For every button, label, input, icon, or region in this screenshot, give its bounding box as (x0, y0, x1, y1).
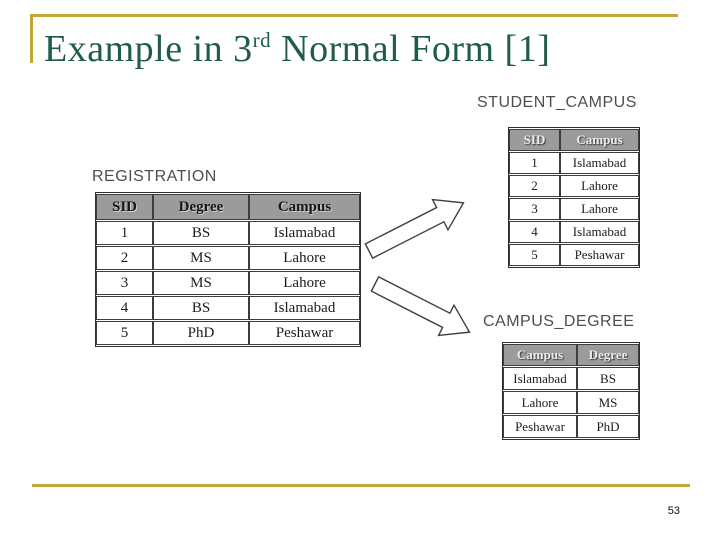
table-row: 1 Islamabad (509, 152, 639, 174)
table-cell: BS (577, 367, 639, 390)
table-cell: Islamabad (249, 296, 360, 320)
table-header-row: Campus Degree (503, 344, 639, 366)
table-row: Lahore MS (503, 391, 639, 414)
table-cell: 2 (96, 246, 153, 270)
left-border-line (30, 14, 33, 63)
campus-degree-table: Campus Degree Islamabad BS Lahore MS Pes… (502, 342, 640, 440)
table-cell: MS (577, 391, 639, 414)
column-header-campus: Campus (503, 344, 577, 366)
campus-degree-table-label: CAMPUS_DEGREE (483, 313, 635, 330)
table-cell: Peshawar (249, 321, 360, 345)
title-text-suffix: Normal Form [1] (271, 28, 551, 70)
column-header-degree: Degree (153, 194, 249, 220)
table-row: 3 MS Lahore (96, 271, 360, 295)
table-cell: 3 (509, 198, 560, 220)
table-row: 4 Islamabad (509, 221, 639, 243)
table-cell: Lahore (249, 246, 360, 270)
table-cell: Peshawar (503, 415, 577, 438)
page-number: 53 (667, 505, 680, 517)
table-row: 5 Peshawar (509, 244, 639, 266)
table-cell: Islamabad (560, 221, 639, 243)
student-campus-table: SID Campus 1 Islamabad 2 Lahore 3 Lahore… (508, 127, 640, 268)
column-header-sid: SID (96, 194, 153, 220)
registration-table: SID Degree Campus 1 BS Islamabad 2 MS La… (95, 192, 361, 347)
table-cell: PhD (577, 415, 639, 438)
table-row: 5 PhD Peshawar (96, 321, 360, 345)
top-border-line (30, 14, 678, 17)
table-cell: BS (153, 296, 249, 320)
table-cell: Lahore (560, 198, 639, 220)
table-cell: Lahore (249, 271, 360, 295)
bottom-border-line (32, 484, 690, 487)
arrow-down-right-icon (370, 275, 471, 337)
table-cell: 1 (509, 152, 560, 174)
table-header-row: SID Degree Campus (96, 194, 360, 220)
table-row: 2 MS Lahore (96, 246, 360, 270)
table-cell: PhD (153, 321, 249, 345)
table-cell: BS (153, 221, 249, 245)
student-campus-table-label: STUDENT_CAMPUS (477, 94, 637, 111)
column-header-campus: Campus (560, 129, 639, 151)
table-cell: 4 (96, 296, 153, 320)
table-cell: 5 (509, 244, 560, 266)
table-cell: 2 (509, 175, 560, 197)
table-row: Islamabad BS (503, 367, 639, 390)
column-header-degree: Degree (577, 344, 639, 366)
title-text: Example in 3 (44, 28, 253, 70)
slide-title: Example in 3rd Normal Form [1] (44, 27, 550, 71)
table-header-row: SID Campus (509, 129, 639, 151)
table-cell: Islamabad (503, 367, 577, 390)
table-row: Peshawar PhD (503, 415, 639, 438)
column-header-sid: SID (509, 129, 560, 151)
table-cell: Lahore (503, 391, 577, 414)
table-cell: 4 (509, 221, 560, 243)
table-cell: MS (153, 271, 249, 295)
title-superscript: rd (252, 28, 272, 52)
column-header-campus: Campus (249, 194, 360, 220)
table-cell: Lahore (560, 175, 639, 197)
arrow-up-right-icon (364, 198, 465, 260)
table-cell: 1 (96, 221, 153, 245)
table-cell: 3 (96, 271, 153, 295)
table-cell: MS (153, 246, 249, 270)
table-cell: Islamabad (249, 221, 360, 245)
table-cell: Islamabad (560, 152, 639, 174)
table-row: 4 BS Islamabad (96, 296, 360, 320)
table-cell: 5 (96, 321, 153, 345)
table-cell: Peshawar (560, 244, 639, 266)
table-row: 3 Lahore (509, 198, 639, 220)
table-row: 1 BS Islamabad (96, 221, 360, 245)
table-row: 2 Lahore (509, 175, 639, 197)
registration-table-label: REGISTRATION (92, 168, 217, 185)
